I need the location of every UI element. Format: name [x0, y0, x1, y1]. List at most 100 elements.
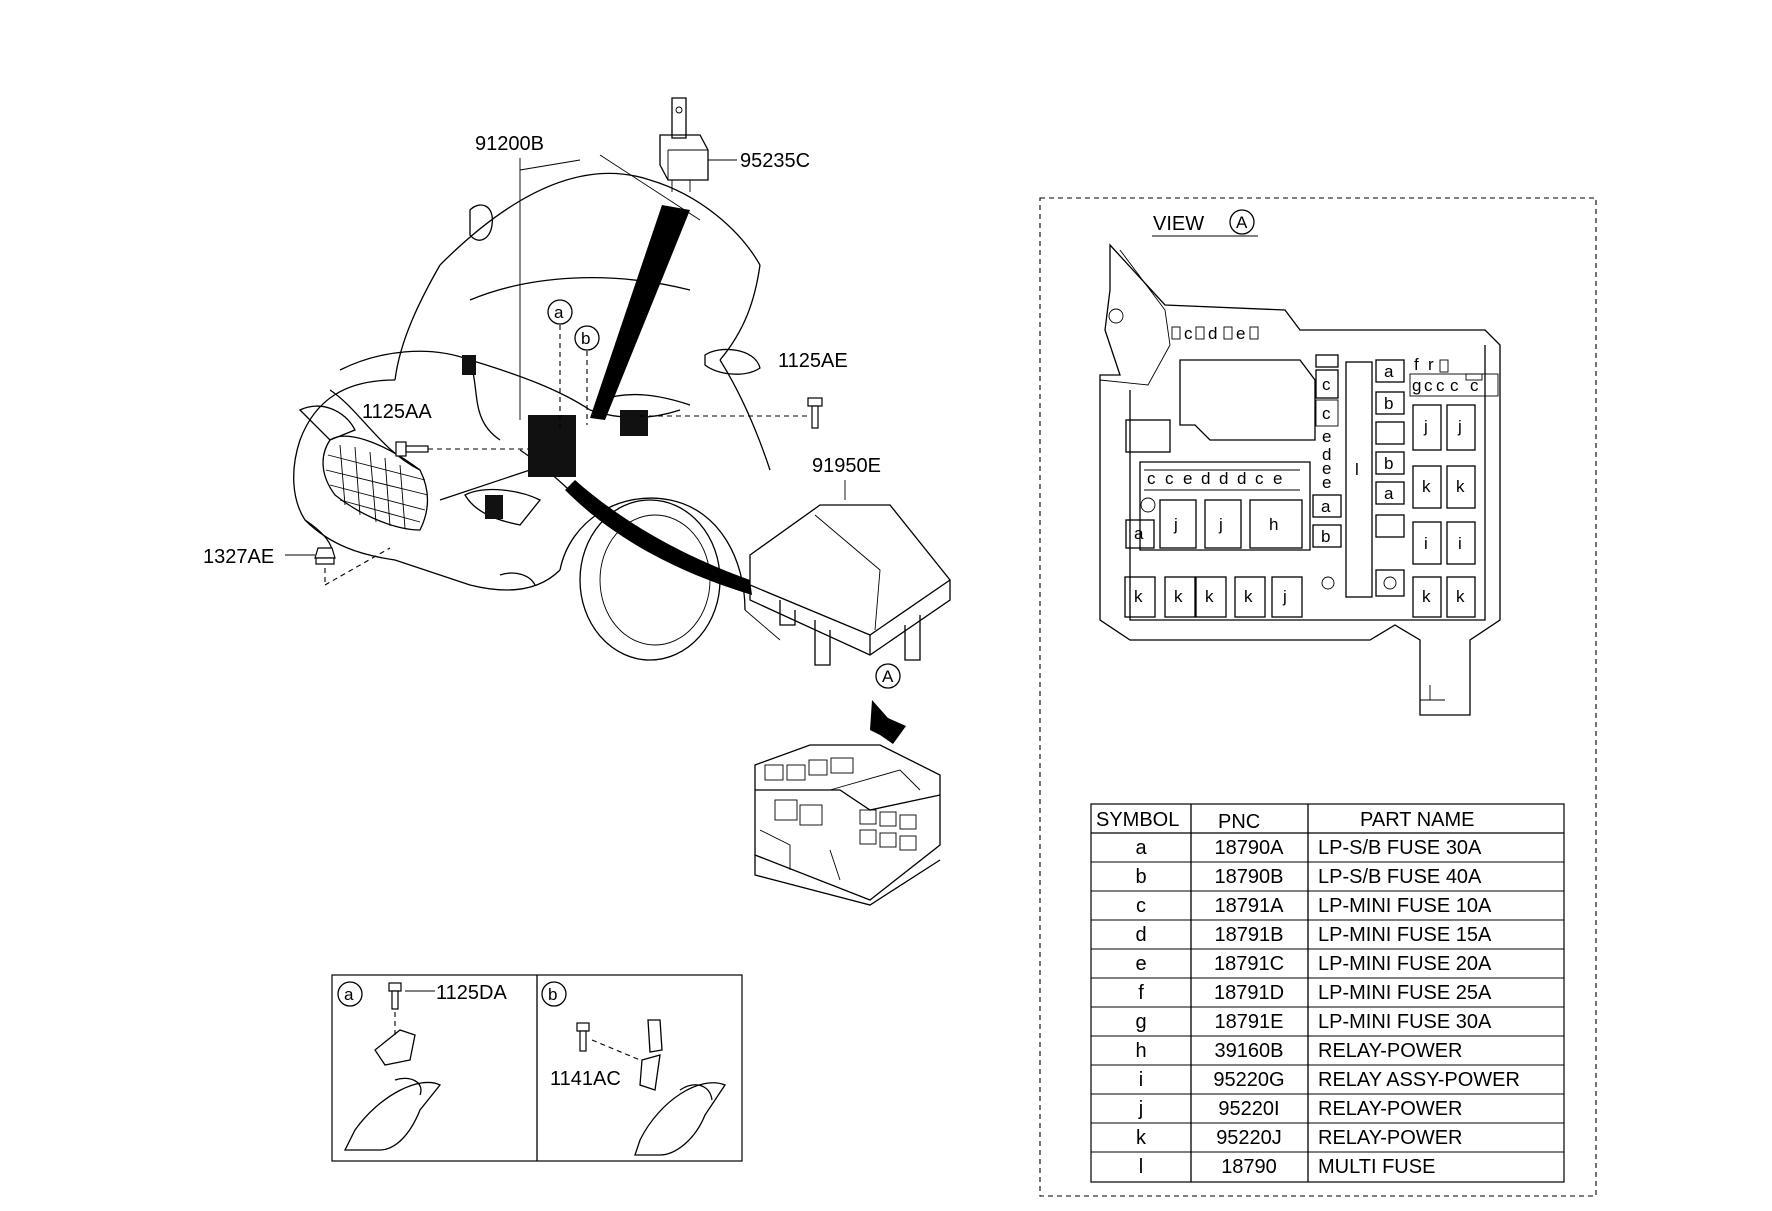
marker-b: b [581, 329, 590, 348]
td-symbol: g [1135, 1011, 1146, 1033]
view-title-marker: A [1236, 213, 1248, 232]
svg-text:c: c [1424, 376, 1433, 395]
td-pnc: 18790B [1215, 866, 1284, 888]
td-symbol: h [1135, 1040, 1146, 1062]
th-pnc: PNC [1218, 811, 1260, 833]
td-pnc: 18791D [1214, 982, 1284, 1004]
relay-row-bottom: k k k k j [1124, 576, 1335, 618]
td-symbol: l [1139, 1156, 1143, 1178]
label-91200B: 91200B [475, 133, 544, 155]
td-part-name: MULTI FUSE [1318, 1156, 1435, 1178]
relay-empty [1179, 359, 1316, 441]
svg-text:c: c [1322, 375, 1331, 394]
td-part-name: LP-S/B FUSE 30A [1318, 837, 1482, 859]
svg-text:i: i [1458, 534, 1462, 553]
svg-text:j: j [1218, 515, 1223, 534]
svg-text:c: c [1147, 469, 1156, 488]
svg-text:j: j [1173, 515, 1178, 534]
svg-text:k: k [1422, 477, 1431, 496]
svg-text:d: d [1219, 469, 1228, 488]
nut-1327AE [314, 547, 336, 565]
connector-black [485, 495, 503, 519]
td-part-name: RELAY-POWER [1318, 1098, 1462, 1120]
td-symbol: a [1135, 837, 1147, 859]
fuse-top-strip: c d e [1171, 324, 1259, 343]
detail-b-marker: b [548, 985, 557, 1004]
detail-box: a b 1125DA 1141AC [331, 974, 743, 1162]
junction-box-cover [749, 504, 951, 666]
td-symbol: j [1138, 1098, 1143, 1120]
td-pnc: 95220G [1213, 1069, 1284, 1091]
label-1125AA: 1125AA [362, 401, 432, 423]
svg-text:k: k [1134, 587, 1143, 606]
empty-slot [1125, 419, 1171, 453]
td-part-name: LP-MINI FUSE 10A [1318, 895, 1492, 917]
svg-text:c: c [1255, 469, 1264, 488]
td-symbol: k [1136, 1127, 1147, 1149]
td-pnc: 18791C [1214, 953, 1284, 975]
svg-text:c: c [1184, 324, 1193, 343]
td-part-name: RELAY-POWER [1318, 1127, 1462, 1149]
arrow-to-relay [590, 205, 690, 420]
svg-text:b: b [1384, 394, 1393, 413]
parts-table: SYMBOL PNC PART NAME [1090, 803, 1565, 1183]
td-symbol: b [1135, 866, 1146, 888]
junction-block-black [528, 415, 576, 477]
svg-text:k: k [1174, 587, 1183, 606]
svg-text:j: j [1423, 417, 1428, 436]
td-symbol: f [1138, 982, 1144, 1004]
fuse-column-left: c c e d e e a b [1312, 354, 1342, 548]
label-1125DA: 1125DA [436, 982, 507, 1004]
svg-text:k: k [1244, 587, 1253, 606]
td-symbol: i [1139, 1069, 1143, 1091]
svg-text:d: d [1208, 324, 1217, 343]
svg-text:k: k [1205, 587, 1214, 606]
td-part-name: LP-MINI FUSE 20A [1318, 953, 1492, 975]
multi-fuse-l [1345, 361, 1373, 598]
td-symbol: d [1135, 924, 1146, 946]
svg-text:a: a [1384, 484, 1394, 503]
svg-text:c: c [1322, 404, 1331, 423]
svg-text:j: j [1282, 587, 1287, 606]
svg-text:e: e [1322, 473, 1331, 492]
fuse-mini-row: c c e d d d c e [1139, 461, 1311, 551]
svg-text:e: e [1273, 469, 1282, 488]
arrow-to-junction-box [565, 480, 752, 595]
svg-text:k: k [1456, 477, 1465, 496]
th-part-name: PART NAME [1360, 809, 1474, 831]
td-symbol: e [1135, 953, 1146, 975]
relay-grid-right: j j k k i i k k [1412, 404, 1476, 618]
svg-text:r: r [1428, 355, 1434, 374]
svg-text:a: a [1321, 497, 1331, 516]
td-part-name: RELAY ASSY-POWER [1318, 1069, 1520, 1091]
marker-a: a [554, 303, 564, 322]
td-pnc: 18791E [1215, 1011, 1284, 1033]
view-marker-a: A [882, 667, 894, 686]
view-marker-circle [875, 663, 901, 689]
svg-text:d: d [1237, 469, 1246, 488]
view-a-frame [1039, 197, 1597, 1197]
th-symbol: SYMBOL [1096, 809, 1179, 831]
svg-text:e: e [1236, 324, 1245, 343]
relay-row-middle: a j j h [1125, 497, 1303, 549]
svg-text:h: h [1269, 515, 1278, 534]
svg-text:d: d [1322, 445, 1331, 464]
connector-right [620, 410, 648, 436]
relay-95235C [659, 97, 709, 192]
svg-text:a: a [1384, 362, 1394, 381]
junction-box-open [754, 744, 941, 906]
svg-text:c: c [1450, 376, 1459, 395]
td-pnc: 18791B [1215, 924, 1284, 946]
svg-text:e: e [1183, 469, 1192, 488]
view-arrow [870, 700, 906, 744]
td-symbol: c [1136, 895, 1146, 917]
svg-text:c: c [1470, 376, 1479, 395]
label-1125AE: 1125AE [778, 350, 848, 372]
view-title: VIEW [1153, 213, 1204, 235]
td-pnc: 95220I [1218, 1098, 1279, 1120]
label-95235C: 95235C [740, 150, 810, 172]
fuse-box-outline [1099, 243, 1501, 716]
fuse-top-right: f r g c c c c [1409, 355, 1499, 397]
td-part-name: LP-MINI FUSE 25A [1318, 982, 1492, 1004]
